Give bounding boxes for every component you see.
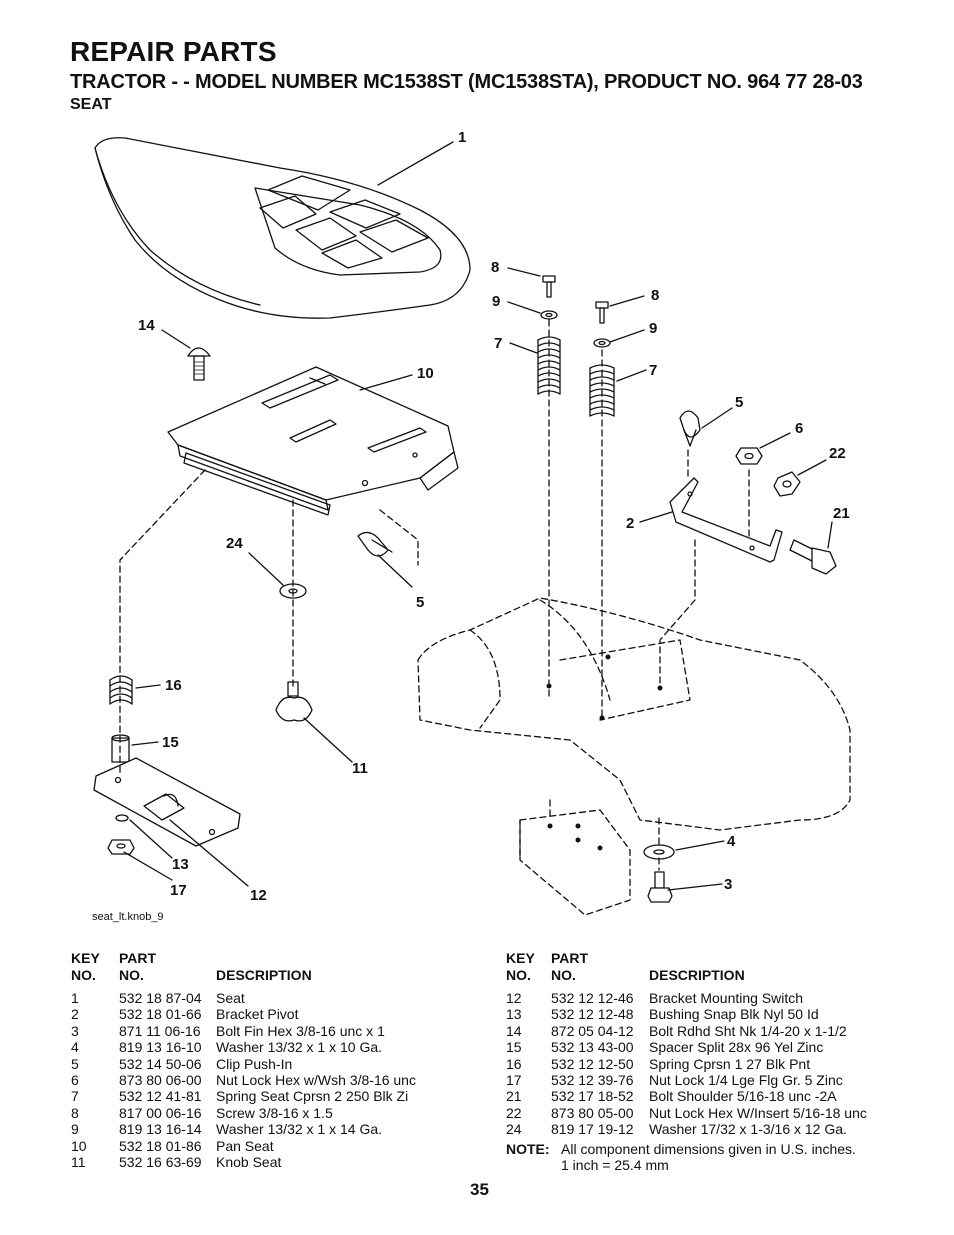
model-subtitle: TRACTOR - - MODEL NUMBER MC1538ST (MC153… [70, 71, 863, 93]
callout-4: 4 [727, 833, 736, 850]
callout-5b: 5 [416, 594, 424, 611]
callout-2: 2 [626, 515, 634, 532]
dimension-note: NOTE: All component dimensions given in U… [506, 1141, 856, 1173]
page-number: 35 [470, 1180, 489, 1199]
callout-15: 15 [162, 734, 179, 751]
nut-17 [107, 839, 135, 855]
callout-5: 5 [735, 394, 743, 411]
seat-part [94, 137, 471, 319]
bolt-14 [187, 347, 211, 381]
note-line-2: 1 inch = 25.4 mm [561, 1157, 669, 1173]
callout-21: 21 [833, 505, 850, 522]
tractor-frame-reference [119, 319, 851, 916]
nut-6 [735, 447, 763, 465]
leader-line [377, 141, 454, 186]
callout-22: 22 [829, 445, 846, 462]
callout-6: 6 [795, 420, 803, 437]
figure-id: seat_lt.knob_9 [92, 911, 164, 923]
callout-10: 10 [417, 365, 434, 382]
callout-3: 3 [724, 876, 732, 893]
callout-1: 1 [458, 129, 466, 146]
bracket-mounting-switch [93, 757, 241, 847]
pan-seat-part [167, 366, 459, 516]
header-description: DESCRIPTION [216, 967, 312, 983]
bolt-shoulder-21 [789, 539, 837, 575]
callout-11: 11 [352, 760, 368, 777]
callout-17: 17 [170, 882, 187, 899]
callout-8: 8 [491, 259, 499, 276]
exploded-parts-diagram: 1 8 9 7 8 9 7 14 10 5 6 22 2 21 24 5 16 … [92, 129, 851, 923]
callout-16: 16 [165, 677, 182, 694]
callout-8b: 8 [651, 287, 659, 304]
note-line-1: All component dimensions given in U.S. i… [561, 1141, 856, 1157]
note-label: NOTE: [506, 1141, 550, 1157]
callout-7b: 7 [649, 362, 657, 379]
screw-spring-stack-right [589, 301, 615, 417]
page-title: REPAIR PARTS [70, 36, 277, 67]
clip-push-in-left [357, 531, 393, 557]
callout-9: 9 [492, 293, 500, 310]
header-description: DESCRIPTION [649, 967, 745, 983]
frame-mounting-holes [546, 654, 663, 851]
nut-22 [773, 471, 801, 497]
callout-12: 12 [250, 887, 267, 904]
bushing-13 [115, 814, 129, 822]
knob-seat-11 [275, 681, 313, 722]
washer-4 [643, 844, 675, 860]
callout-24: 24 [226, 535, 243, 552]
callout-13: 13 [172, 856, 189, 873]
callout-14: 14 [138, 317, 155, 334]
clip-push-in-right [679, 410, 701, 447]
section-title: SEAT [70, 96, 112, 113]
callout-9b: 9 [649, 320, 657, 337]
spring-16 [109, 675, 133, 705]
bolt-3 [647, 871, 673, 903]
bracket-pivot [669, 477, 783, 563]
callout-7: 7 [494, 335, 502, 352]
callout-labels: 1 8 9 7 8 9 7 14 10 5 6 22 2 21 24 5 16 … [138, 129, 850, 904]
